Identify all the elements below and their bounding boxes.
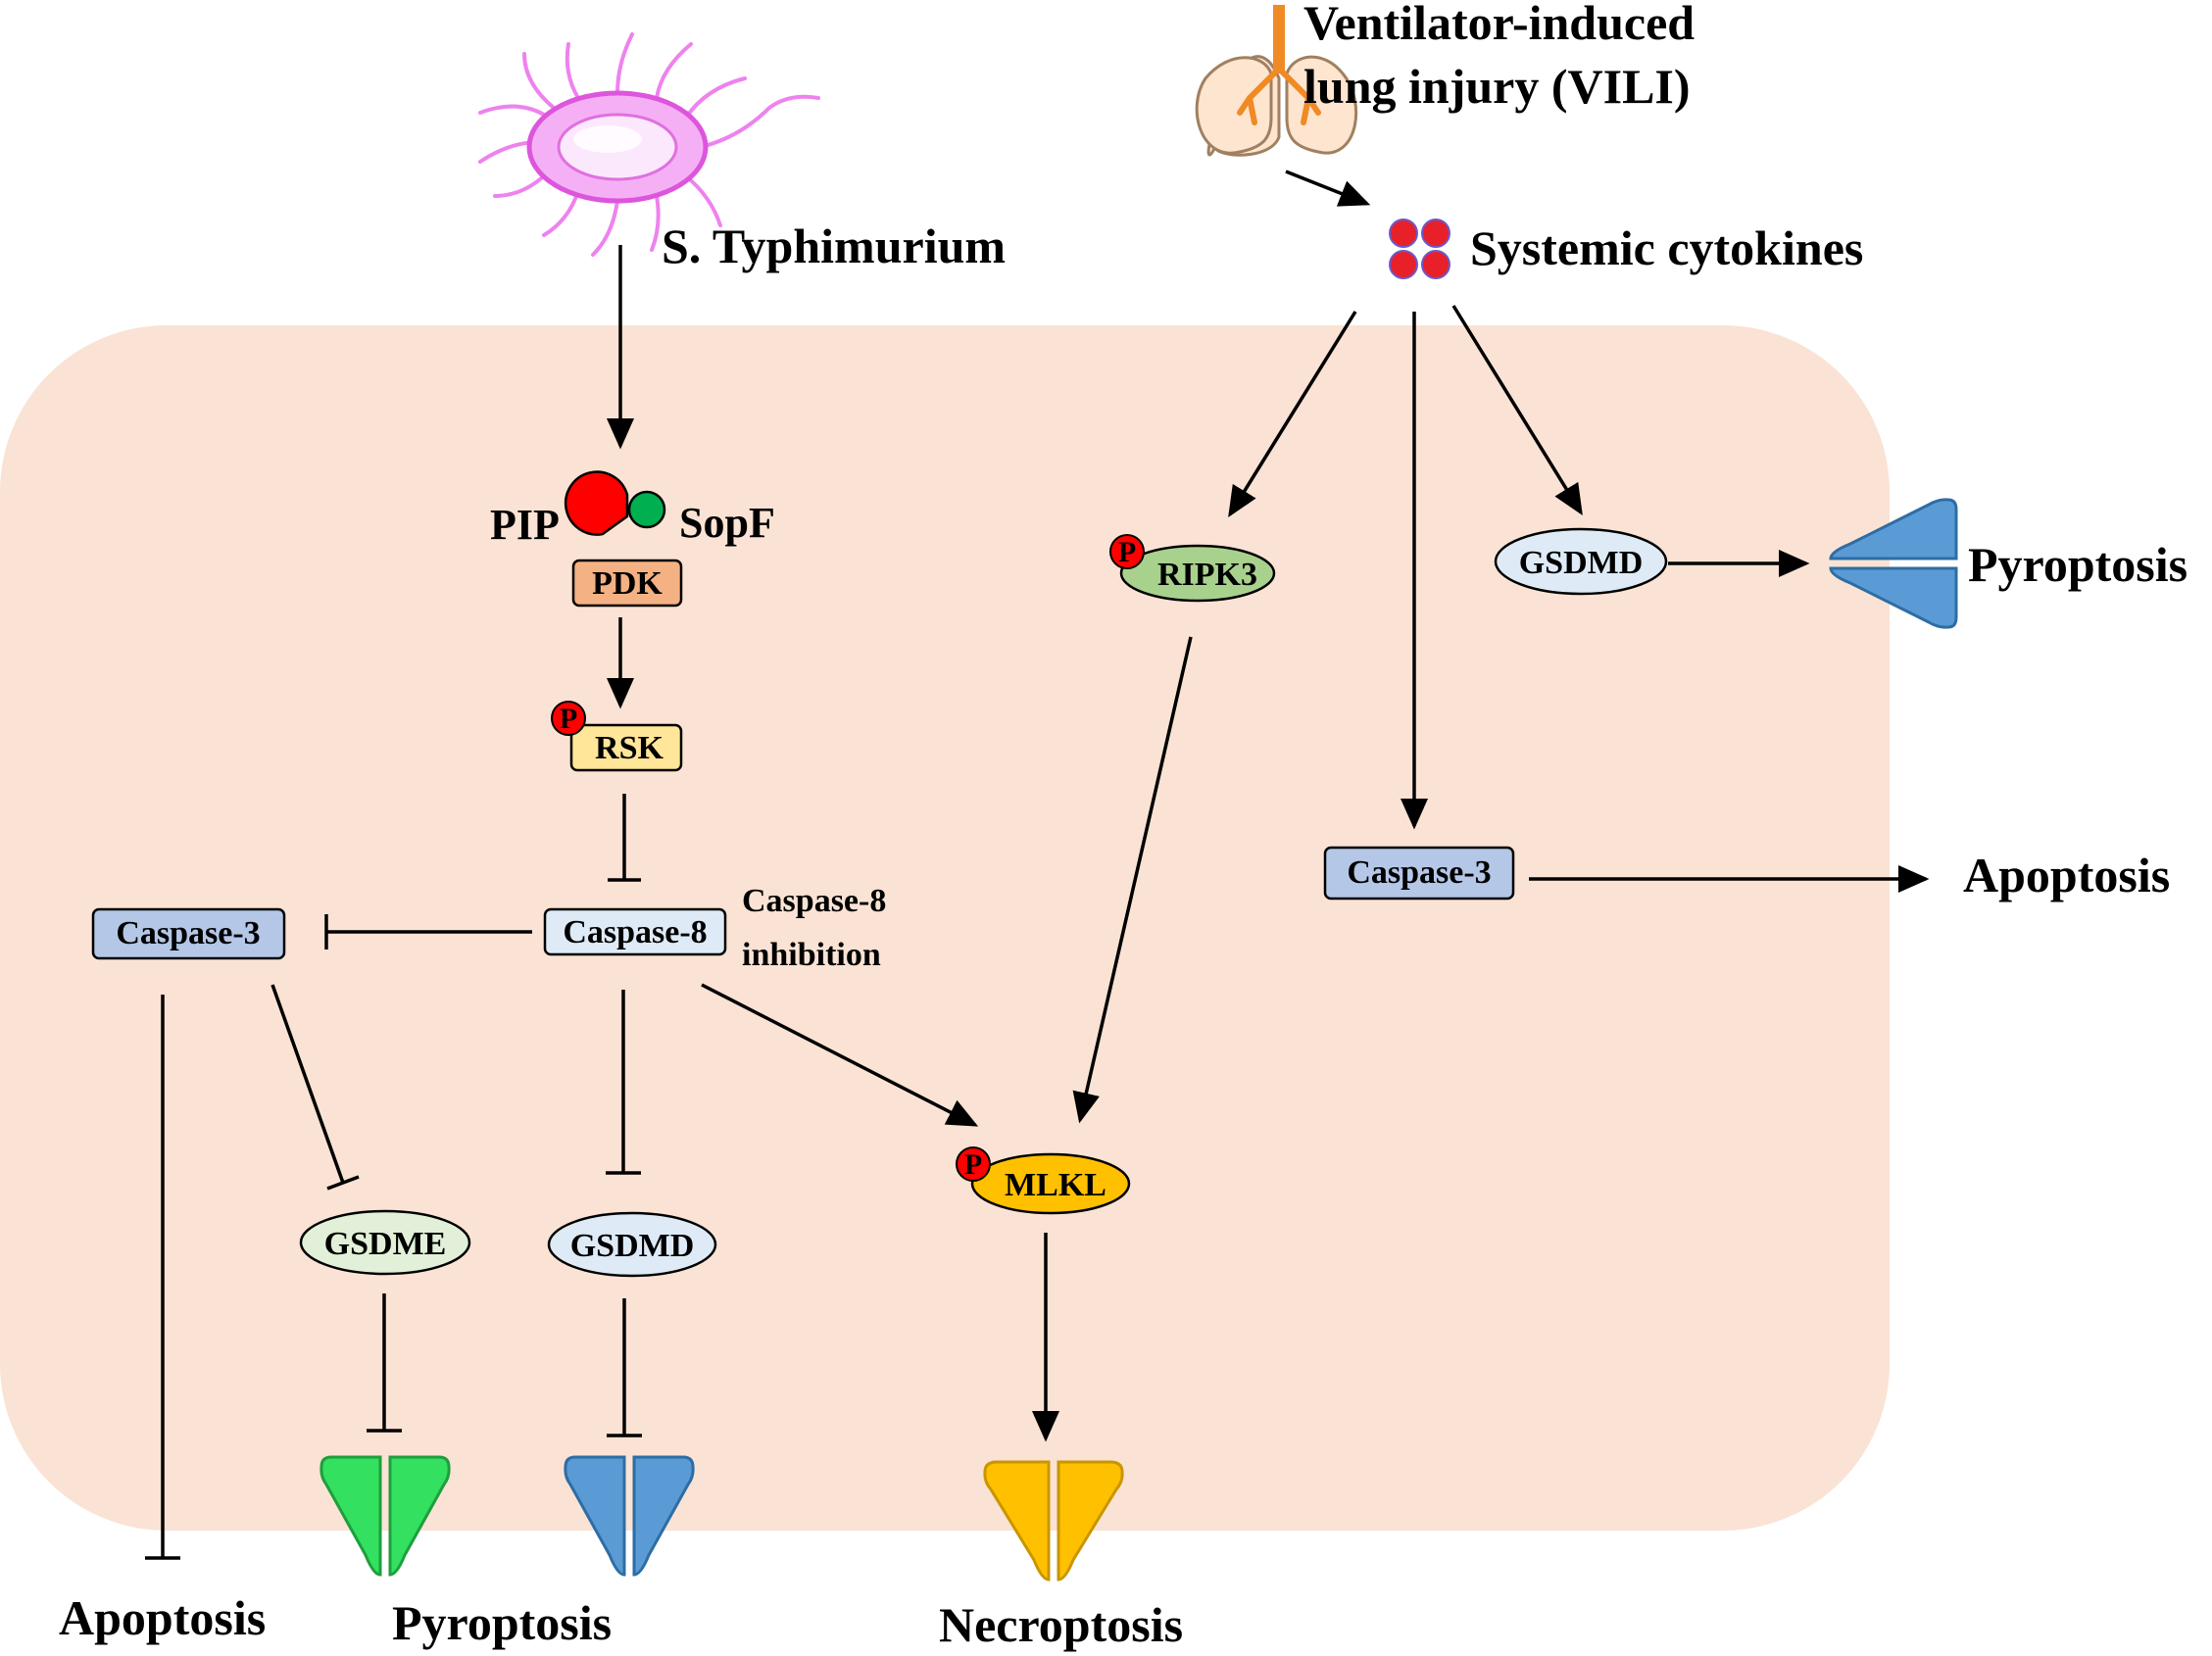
phospho-label-rsk: P <box>560 703 577 735</box>
pyroptosis-right-label: Pyroptosis <box>1968 537 2187 592</box>
pathway-arrows <box>607 170 1930 1442</box>
rsk-label: RSK <box>595 730 664 766</box>
phospho-label-ripk3: P <box>1118 536 1136 568</box>
systemic-cytokines-label: Systemic cytokines <box>1470 220 1863 275</box>
caspase8-inhibition-line2: inhibition <box>742 937 881 973</box>
sopf-label: SopF <box>679 499 775 547</box>
pdk-box <box>571 559 683 608</box>
phospho-icon: P <box>551 701 586 736</box>
gsdmd-right-label: GSDMD <box>1519 545 1644 581</box>
membrane-pore-icon <box>983 1460 1124 1582</box>
vili-label-line1: Ventilator-induced <box>1303 0 1695 50</box>
ripk3-ellipse <box>1119 544 1276 603</box>
caspase3-left-box <box>91 907 286 960</box>
gsdmd-left-label: GSDMD <box>570 1228 695 1264</box>
caspase3-left-label: Caspase-3 <box>116 915 260 951</box>
phospho-icon: P <box>956 1146 991 1182</box>
caspase8-box <box>543 907 727 956</box>
gsdme-ellipse <box>299 1209 471 1276</box>
pip-sopf-complex-icon <box>564 470 666 536</box>
caspase3-right-label: Caspase-3 <box>1347 854 1491 891</box>
membrane-pore-icon <box>320 1455 451 1577</box>
gsdmd-left-ellipse <box>547 1211 717 1278</box>
caspase8-inhibition-line1: Caspase-8 <box>742 883 886 919</box>
vili-label-line2: lung injury (VILI) <box>1303 59 1691 114</box>
lungs-icon <box>1195 5 1358 157</box>
apoptosis-right-label: Apoptosis <box>1963 848 2170 902</box>
caspase8-label: Caspase-8 <box>563 914 707 950</box>
s-typhimurium-label: S. Typhimurium <box>662 219 1006 273</box>
phospho-icon: P <box>1109 534 1145 569</box>
rsk-box <box>569 723 683 772</box>
phospho-label-mlkl: P <box>964 1148 982 1181</box>
membrane-pore-icon <box>564 1455 695 1577</box>
pyroptosis-bottom-label: Pyroptosis <box>392 1595 612 1650</box>
cytokine-icon <box>1389 219 1450 279</box>
pip-label: PIP <box>490 501 560 549</box>
mlkl-label: MLKL <box>1005 1167 1106 1203</box>
pdk-label: PDK <box>592 565 663 602</box>
membrane-pore-icon <box>1829 498 1958 629</box>
caspase3-right-box <box>1323 846 1515 901</box>
gsdmd-right-ellipse <box>1494 527 1668 596</box>
inhibition-lines <box>145 794 642 1560</box>
mlkl-ellipse <box>970 1152 1131 1215</box>
necroptosis-bottom-label: Necroptosis <box>939 1597 1183 1652</box>
ripk3-label: RIPK3 <box>1157 557 1257 593</box>
apoptosis-bottom-label: Apoptosis <box>59 1590 266 1645</box>
cell-background <box>0 325 1890 1531</box>
bacterium-icon <box>478 32 820 257</box>
gsdme-label: GSDME <box>324 1226 447 1262</box>
